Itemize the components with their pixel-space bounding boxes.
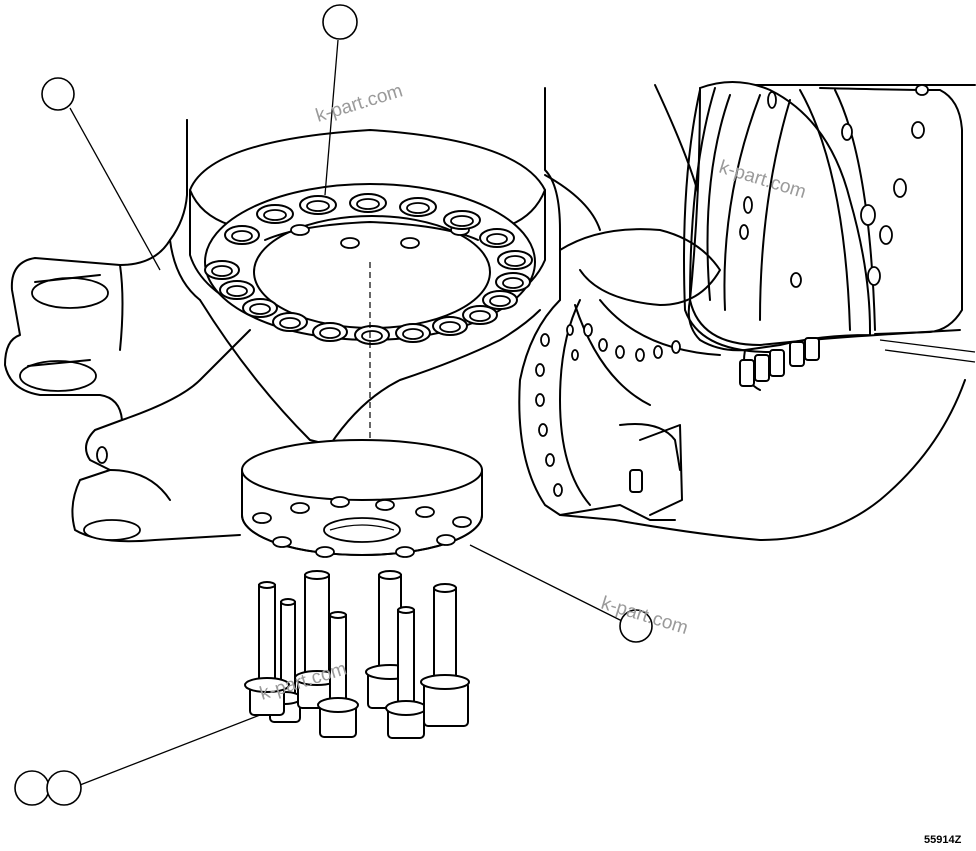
bolt-group	[244, 570, 470, 739]
watermark-text: k-part.com	[313, 80, 405, 126]
bolt	[244, 581, 290, 716]
bolt	[385, 606, 427, 739]
leader-lines	[69, 39, 633, 786]
wheel-drum-assembly	[518, 80, 976, 541]
callout-spacer-disc	[619, 609, 653, 643]
tube-fittings	[629, 337, 976, 516]
bolt	[294, 570, 340, 709]
bolt	[317, 611, 359, 738]
disc-holes	[252, 496, 472, 558]
callout-bearing-ring	[322, 4, 358, 40]
carrier-housing	[4, 119, 721, 543]
callout-balloons	[14, 4, 653, 806]
spacer-disc	[241, 439, 483, 558]
callout-carrier-housing	[41, 77, 75, 111]
ring-bolt-heads	[204, 193, 533, 345]
hub-holes	[535, 323, 681, 497]
drum-holes	[739, 84, 929, 288]
bearing-ring	[189, 128, 546, 345]
bolt	[420, 583, 470, 727]
drawing-code: 55914Z	[924, 834, 962, 846]
callout-bolt-set-b	[46, 770, 82, 806]
callout-bolt-set-a	[14, 770, 50, 806]
